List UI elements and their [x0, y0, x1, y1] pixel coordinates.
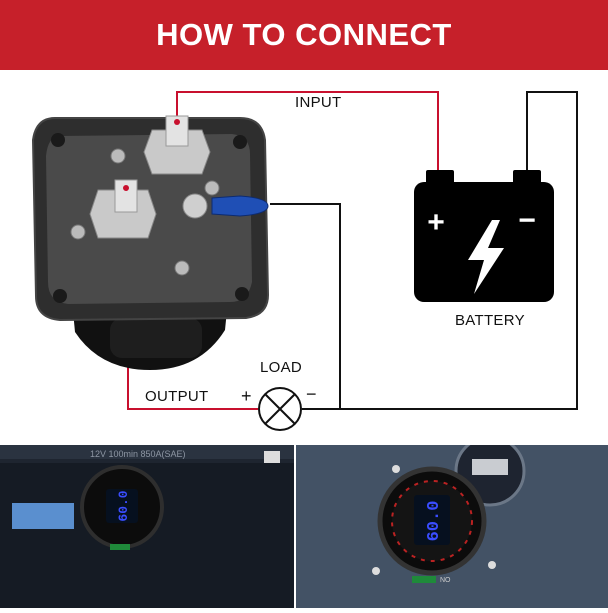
switch-knob-grip: [110, 318, 202, 358]
display-value-left: 60.0: [116, 490, 131, 521]
battery-negative-wire: [340, 91, 578, 410]
battery-terminal-negative: [513, 170, 541, 184]
battery-minus-sign: −: [518, 204, 536, 237]
photo-mounted-switch: 60.0 NO: [296, 435, 608, 608]
output-terminal-stud: [114, 179, 138, 213]
display-value-right: 60.0: [425, 501, 444, 542]
battery-switch: [31, 115, 270, 370]
load-symbol: [258, 387, 302, 431]
lightning-icon: [468, 220, 504, 294]
installation-photos-svg: 12V 100min 850A(SAE) 60.0 60.0 NO: [0, 435, 608, 608]
output-label: OUTPUT: [145, 388, 209, 405]
installation-photos: 12V 100min 850A(SAE) 60.0 60.0 NO: [0, 435, 608, 608]
screw: [70, 224, 86, 240]
ground-wire-load: [270, 203, 341, 410]
screw: [204, 180, 220, 196]
mount-hole: [235, 287, 249, 301]
onoff-label: NO: [440, 577, 451, 584]
wiring-diagram-svg: + −: [31, 91, 578, 431]
battery-label: BATTERY: [455, 312, 525, 329]
input-wire: [176, 91, 439, 170]
input-terminal-nut: [143, 129, 211, 175]
mount-hole: [53, 289, 67, 303]
output-terminal-nut: [89, 189, 157, 239]
input-terminal-stud: [165, 115, 189, 147]
battery-symbol: + −: [414, 170, 554, 302]
battery-top-text: 12V 100min 850A(SAE): [90, 449, 186, 459]
display-left: [106, 489, 138, 523]
mount-hole: [51, 133, 65, 147]
title-banner: HOW TO CONNECT: [0, 0, 608, 70]
screw: [110, 148, 126, 164]
screw: [174, 260, 190, 276]
load-label: LOAD: [260, 359, 303, 376]
battery-plus-sign: +: [427, 206, 445, 239]
photo-battery-top: 12V 100min 850A(SAE) 60.0: [0, 445, 294, 608]
display-right: [414, 495, 450, 545]
load-minus-sign: −: [306, 384, 317, 404]
page-title: HOW TO CONNECT: [156, 17, 452, 52]
battery-label-sticker: [12, 503, 74, 529]
mount-hole: [233, 135, 247, 149]
input-label: INPUT: [295, 94, 342, 111]
wiring-diagram: + − INPUT BATTERY LOAD OUTPUT + −: [0, 70, 608, 445]
ring-terminal-lug: [211, 195, 269, 217]
battery-terminal-positive: [426, 170, 454, 184]
small-terminal: [182, 193, 208, 219]
input-terminal-mark: [174, 119, 180, 125]
load-plus-sign: +: [241, 386, 252, 406]
output-terminal-mark: [123, 185, 129, 191]
